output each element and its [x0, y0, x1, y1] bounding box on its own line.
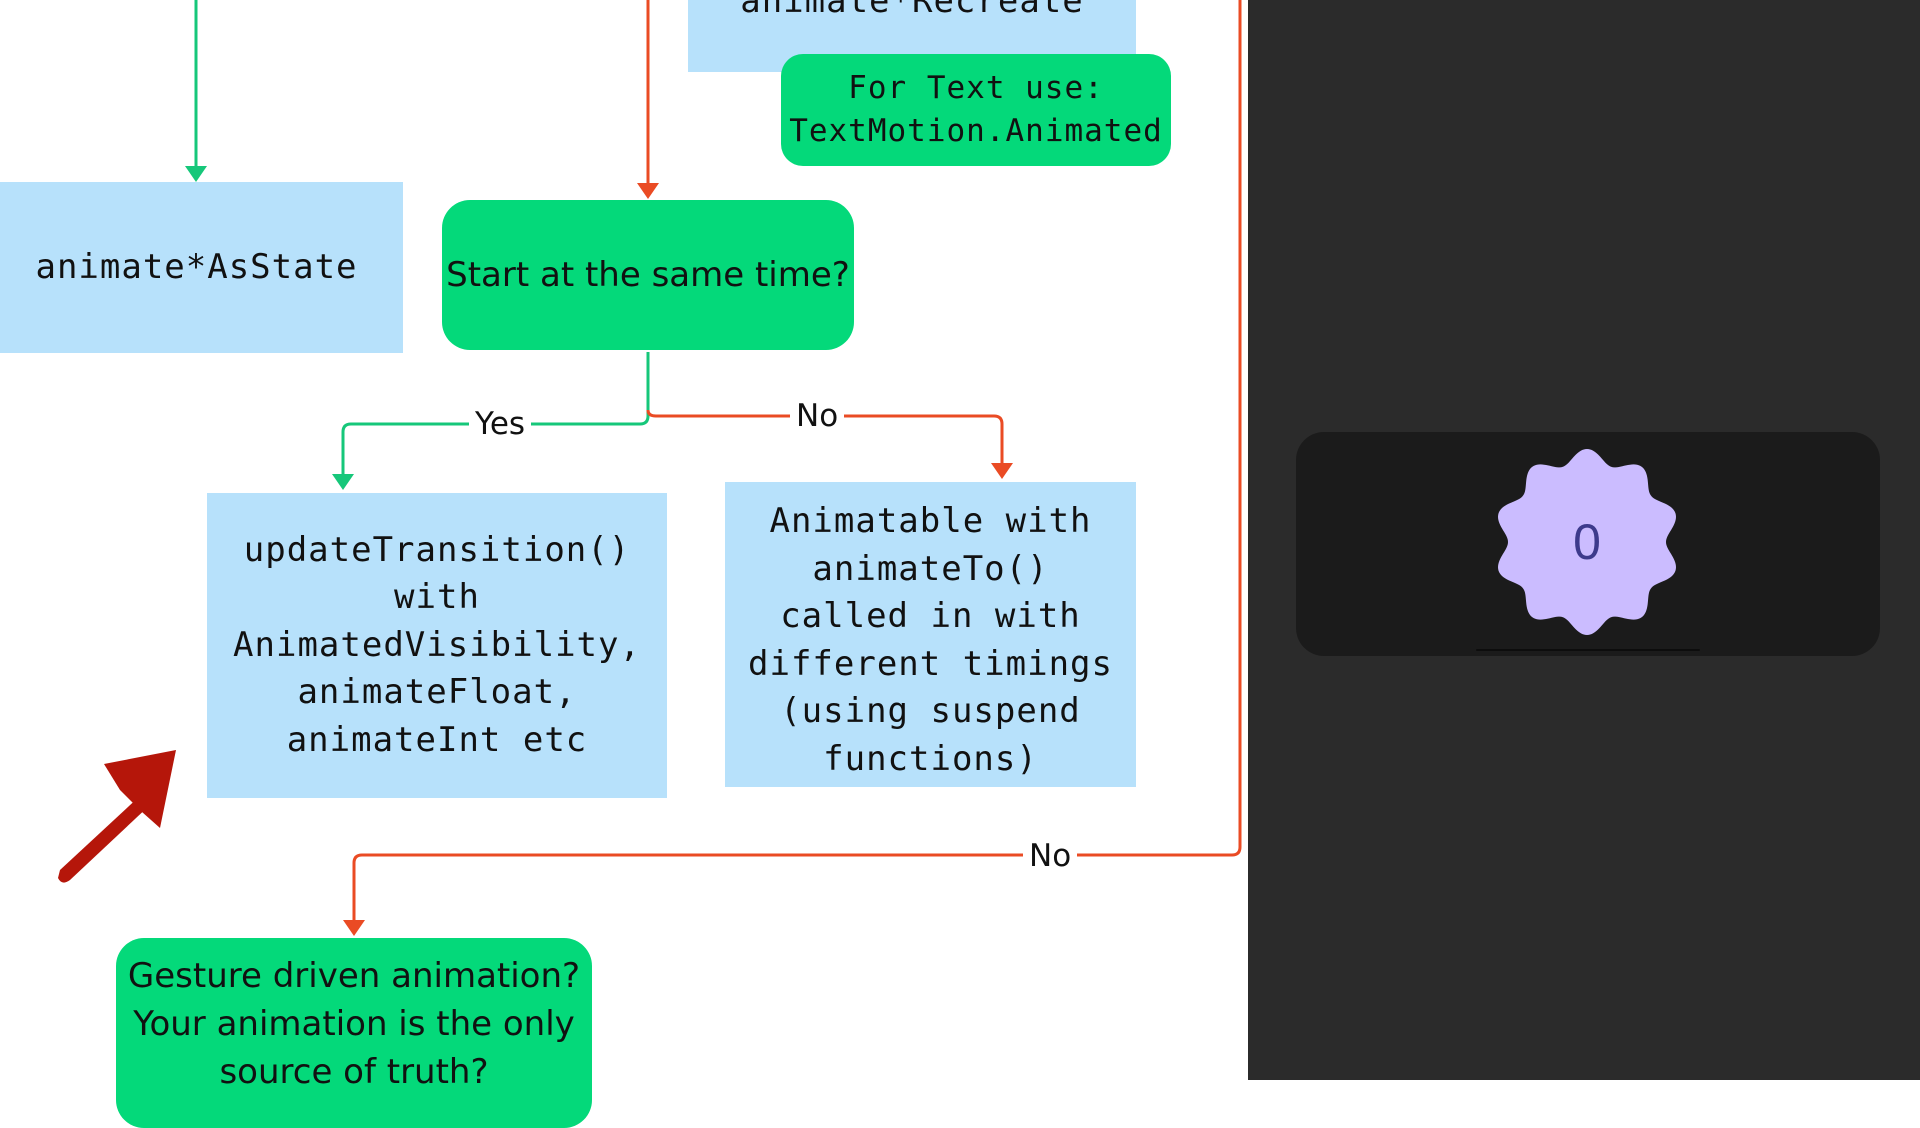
no-label-1: No — [790, 398, 845, 434]
connector-lines — [58, 0, 1242, 936]
animate-as-state-text: animate*AsState — [35, 246, 358, 287]
animated-content-text: animate*Recreate — [740, 0, 1084, 21]
arrowhead-start-same-time — [637, 183, 659, 199]
arrowhead-no — [991, 463, 1013, 479]
arrowhead-yes — [332, 474, 354, 490]
gesture-decision: Gesture driven animation? Your animation… — [116, 938, 592, 1128]
animate-as-state-box: animate*AsState — [0, 182, 403, 353]
badge-shape — [1498, 449, 1676, 635]
preview-card: 0 — [1296, 432, 1880, 656]
no-branch-line — [646, 409, 1004, 468]
counter-value: 0 — [1573, 514, 1601, 570]
arrowhead-animate-as-state — [185, 166, 207, 182]
update-transition-box: updateTransition() with AnimatedVisibili… — [207, 493, 667, 798]
animatable-text: Animatable with animateTo() called in wi… — [748, 501, 1113, 779]
text-motion-note-text: For Text use: TextMotion.Animated — [789, 70, 1163, 149]
start-same-time-decision: Start at the same time? — [442, 200, 854, 350]
no-branch-line-2 — [352, 0, 1242, 925]
arrowhead-gesture — [343, 920, 365, 936]
yes-label: Yes — [469, 406, 532, 442]
scalloped-badge[interactable] — [1296, 432, 1880, 656]
preview-underline — [1476, 649, 1700, 651]
update-transition-text: updateTransition() with AnimatedVisibili… — [233, 529, 641, 760]
animated-content-box: animate*Recreate — [688, 0, 1136, 72]
pointer-arrow — [58, 750, 176, 883]
animatable-box: Animatable with animateTo() called in wi… — [725, 482, 1136, 787]
start-same-time-text: Start at the same time? — [446, 255, 850, 295]
gesture-decision-text: Gesture driven animation? Your animation… — [127, 956, 581, 1092]
text-motion-note: For Text use: TextMotion.Animated — [781, 54, 1171, 166]
preview-panel: 0 — [1248, 0, 1920, 1080]
no-label-2: No — [1023, 838, 1078, 874]
